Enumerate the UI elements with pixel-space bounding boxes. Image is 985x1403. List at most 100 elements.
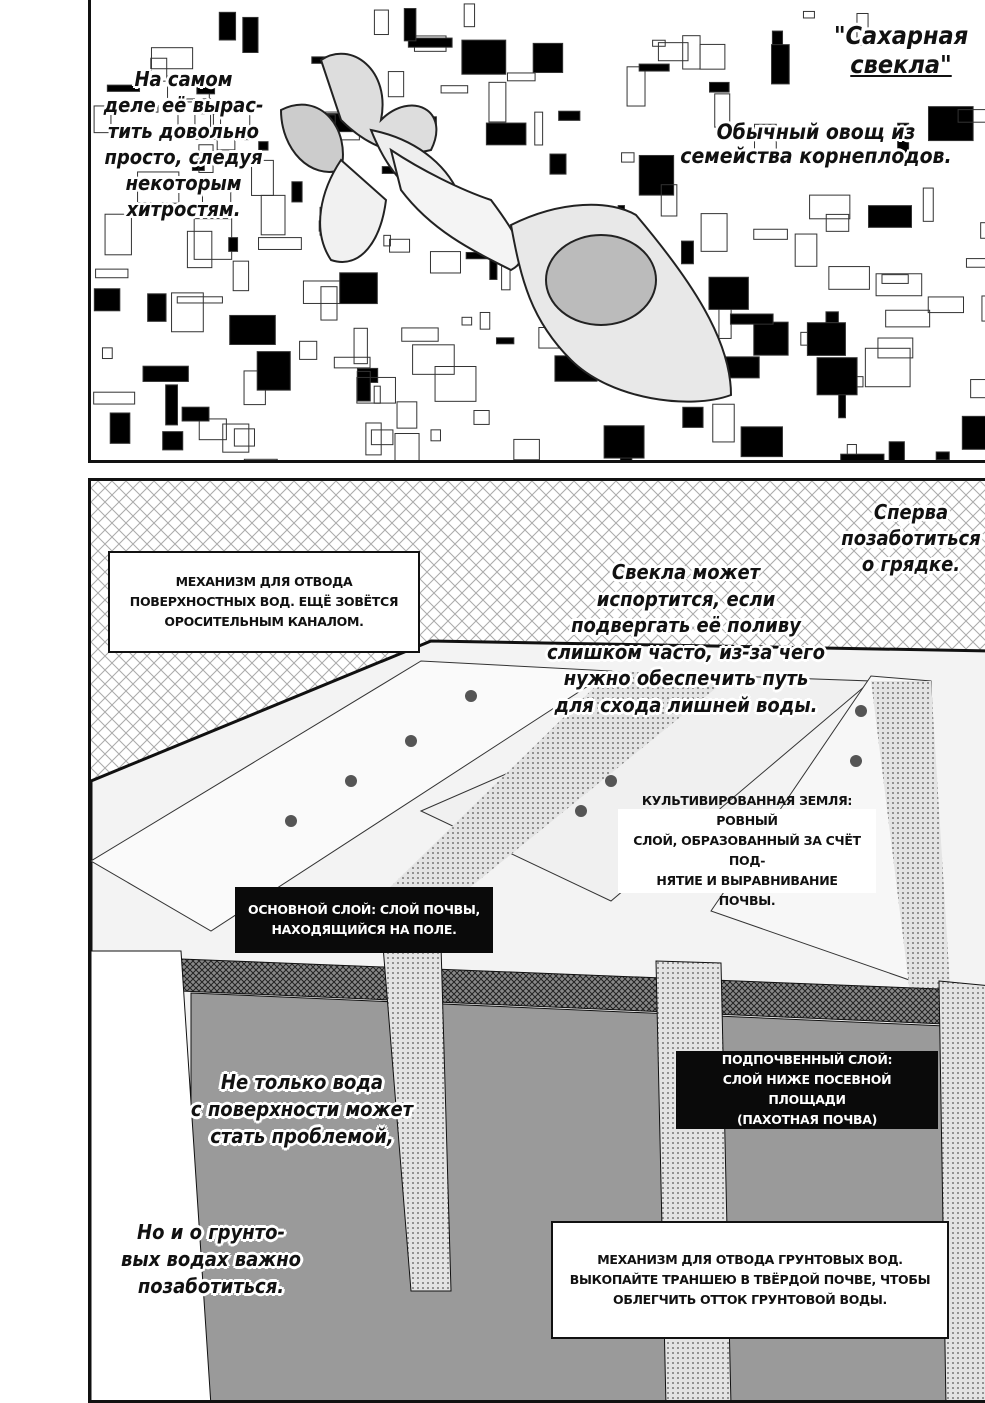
glitch-square (429, 251, 461, 274)
glitch-square (370, 429, 394, 446)
glitch-square (877, 337, 914, 359)
glitch-square (194, 113, 222, 140)
glitch-square (771, 44, 790, 85)
caption-line: ПОВЕРХНОСТНЫХ ВОД. ЕЩЁ ЗОВЁТСЯ (129, 594, 399, 609)
glitch-square (93, 105, 112, 134)
glitch-square (657, 42, 689, 62)
glitch-square (638, 154, 675, 196)
narration-line: вых водах важно (120, 1247, 302, 1271)
beet-title: "Сахарная свекла" (821, 21, 981, 80)
glitch-square (212, 103, 251, 134)
glitch-square (709, 81, 730, 93)
beet-description: Обычный овощ из семейства корнеплодов. (661, 120, 971, 168)
glitch-square (177, 98, 212, 138)
glitch-square (222, 423, 250, 453)
glitch-square (868, 205, 913, 228)
narration-line: некоторым (125, 171, 242, 195)
narration-line: стать проблемой, (210, 1124, 394, 1148)
narration-line: нужно обеспечить путь (563, 666, 809, 691)
glitch-square (660, 184, 678, 217)
narration-line: позаботиться. (137, 1274, 285, 1298)
glitch-square (412, 344, 455, 375)
narration-line: с поверхности может (190, 1097, 414, 1121)
caption-line: ОСНОВНОЙ СЛОЙ: СЛОЙ ПОЧВЫ, (248, 902, 480, 917)
glitch-square (700, 213, 728, 252)
glitch-square (176, 296, 223, 304)
caption-line: НАХОДЯЩИЙСЯ НА ПОЛЕ. (271, 922, 457, 937)
glitch-square (165, 384, 178, 426)
glitch-square (712, 403, 735, 443)
glitch-square (106, 84, 141, 92)
glitch-square (387, 71, 405, 98)
glitch-square (473, 410, 490, 425)
caption-line: НЯТИЕ И ВЫРАВНИВАНИЕ ПОЧВЫ. (656, 873, 838, 908)
glitch-square (513, 438, 540, 460)
narration-line: просто, следуя (104, 145, 263, 169)
overwatering-narration: Свекла может испортится, если подвергать… (521, 559, 851, 719)
glitch-square (181, 406, 210, 422)
glitch-square (373, 9, 389, 36)
glitch-square (232, 260, 250, 292)
glitch-square (626, 66, 646, 107)
glitch-square (461, 39, 507, 75)
subsoil-caption: ПОДПОЧВЕННЫЙ СЛОЙ: СЛОЙ НИЖЕ ПОСЕВНОЙ ПЛ… (676, 1051, 938, 1129)
glitch-square (258, 237, 302, 250)
narration-line: для схода лишней воды. (554, 692, 818, 717)
glitch-square (532, 42, 564, 74)
glitch-square (430, 429, 441, 442)
glitch-square (806, 322, 846, 356)
growing-narration: На самом деле её вырас- тить довольно пр… (96, 66, 271, 222)
glitch-square (463, 3, 476, 28)
glitch-square (754, 123, 777, 155)
glitch-square (957, 109, 985, 123)
glitch-square (407, 37, 453, 48)
glitch-square (198, 418, 227, 441)
glitch-square (875, 273, 923, 297)
glitch-square (150, 47, 194, 70)
narration-line: Сперва (873, 500, 949, 524)
glitch-square (729, 313, 774, 325)
caption-line: МЕХАНИЗМ ДЛЯ ОТВОДА (175, 574, 353, 589)
description-line: семейства корнеплодов. (680, 144, 952, 169)
glitch-square (353, 327, 368, 365)
narration-line: Не только вода (220, 1070, 384, 1094)
glitch-square (970, 379, 985, 399)
glitch-square (549, 153, 567, 175)
glitch-square (927, 296, 965, 314)
narration-line: Свекла может (611, 560, 761, 584)
base-layer-caption: ОСНОВНОЙ СЛОЙ: СЛОЙ ПОЧВЫ, НАХОДЯЩИЙСЯ Н… (235, 887, 493, 953)
narration-line: позаботиться (841, 526, 981, 550)
groundwater-drain-caption: МЕХАНИЗМ ДЛЯ ОТВОДА ГРУНТОВЫХ ВОД. ВЫКОП… (551, 1221, 949, 1339)
caption-line: ПОДПОЧВЕННЫЙ СЛОЙ: (721, 1052, 893, 1067)
glitch-square (485, 122, 527, 146)
glitch-square (109, 412, 131, 444)
groundwater-narration: Но и о грунто- вых водах важно позаботит… (111, 1219, 311, 1300)
glitch-square (440, 85, 469, 94)
glitch-square (714, 93, 731, 128)
description-line: Обычный овощ из (716, 120, 916, 144)
glitch-square (242, 16, 259, 53)
glitch-square (708, 276, 749, 310)
narration-line: слишком часто, из-за чего (547, 639, 825, 664)
glitch-square (233, 428, 255, 447)
caption-line: ОРОСИТЕЛЬНЫМ КАНАЛОМ. (164, 614, 364, 629)
glitch-square (162, 431, 184, 451)
glitch-square (621, 152, 635, 163)
panel-field-drainage: Сперва позаботиться о грядке. МЕХАНИЗМ Д… (88, 478, 985, 1403)
glitch-square (218, 11, 237, 41)
glitch-square (922, 187, 934, 222)
glitch-square (291, 181, 303, 203)
glitch-square (356, 376, 396, 404)
glitch-square (150, 57, 168, 82)
glitch-square (680, 240, 694, 265)
glitch-square (229, 314, 276, 346)
glitch-square (216, 137, 236, 151)
glitch-square (534, 111, 544, 146)
narration-line: испортится, если (596, 586, 776, 611)
glitch-square (401, 327, 439, 342)
caption-line: СЛОЙ НИЖЕ ПОСЕВНОЙ ПЛОЩАДИ (722, 1072, 892, 1107)
glitch-square (794, 233, 818, 267)
title-line: свекла" (850, 49, 952, 79)
glitch-square (171, 292, 204, 333)
glitch-square (228, 237, 239, 252)
